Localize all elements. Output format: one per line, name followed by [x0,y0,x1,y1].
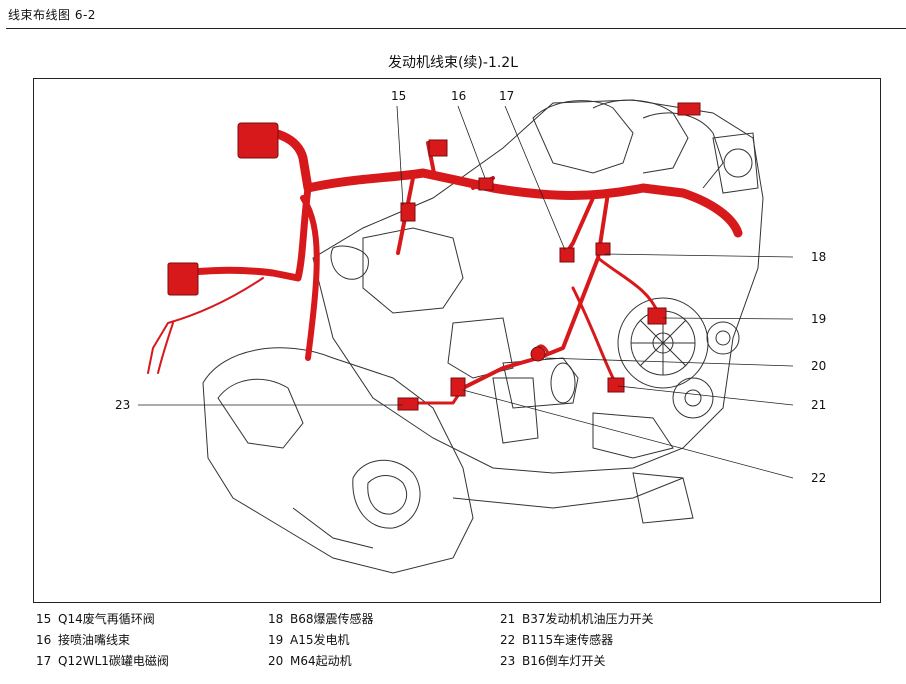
leader-15 [396,105,404,206]
leader-16 [457,105,486,179]
connector-16b [478,177,494,191]
diagram-frame [33,78,881,603]
diagram-title: 发动机线束(续)-1.2L [387,55,519,71]
callout-21: 21 [811,398,826,412]
connector-block [237,122,279,159]
callout-16: 16 [451,89,466,103]
connector-21 [607,377,625,393]
connector-throttle [677,102,701,116]
legend-item: 16 接喷油嘴线束 [36,631,130,648]
legend-label: Q12WL1碳罐电磁阀 [58,654,169,668]
legend-item: 23 B16倒车灯开关 [500,652,606,669]
legend-number: 23 [500,654,516,668]
connector-16 [428,139,448,157]
callout-19: 19 [811,312,826,326]
legend-item: 15 Q14废气再循环阀 [36,610,155,627]
leader-22 [462,389,794,479]
connectors [167,102,701,411]
header-divider [6,28,906,29]
legend-label: M64起动机 [290,654,352,668]
callout-leaders [138,105,794,479]
leader-19 [662,317,794,320]
callout-23: 23 [115,398,130,412]
connector-17 [559,247,575,263]
legend-item: 17 Q12WL1碳罐电磁阀 [36,652,169,669]
callout-22: 22 [811,471,826,485]
legend-item: 20 M64起动机 [268,652,352,669]
legend-number: 21 [500,612,516,626]
legend-label: B68爆震传感器 [290,612,374,626]
legend-label: B115车速传感器 [522,633,614,647]
callout-20: 20 [811,359,826,373]
callout-15: 15 [391,89,406,103]
legend-number: 16 [36,633,52,647]
legend-number: 17 [36,654,52,668]
connector-20 [530,346,546,362]
connector-22 [450,377,466,397]
connector-18 [595,242,611,256]
leader-18 [604,253,794,258]
legend-label: B16倒车灯开关 [522,654,606,668]
callout-18: 18 [811,250,826,264]
legend-label: B37发动机机油压力开关 [522,612,654,626]
connector-19 [647,307,667,325]
legend-item: 18 B68爆震传感器 [268,610,374,627]
legend-number: 20 [268,654,284,668]
legend-number: 15 [36,612,52,626]
connector-23 [397,397,419,411]
legend-number: 18 [268,612,284,626]
legend-number: 19 [268,633,284,647]
engine-drawing [202,99,764,574]
engine-harness-diagram: 15 16 17 18 19 20 21 22 23 [115,89,826,574]
leader-21 [617,385,794,406]
connector-15 [400,202,416,222]
connector-block [167,262,199,296]
legend-number: 22 [500,633,516,647]
legend-label: Q14废气再循环阀 [58,612,155,626]
legend-label: A15发电机 [290,633,350,647]
leader-17 [504,105,566,251]
page-header: 线束布线图 6-2 [8,8,96,22]
callout-17: 17 [499,89,514,103]
legend-item: 21 B37发动机机油压力开关 [500,610,654,627]
legend-label: 接喷油嘴线束 [58,633,131,647]
legend-item: 22 B115车速传感器 [500,631,613,648]
leader-20 [544,357,794,367]
legend-item: 19 A15发电机 [268,631,349,648]
